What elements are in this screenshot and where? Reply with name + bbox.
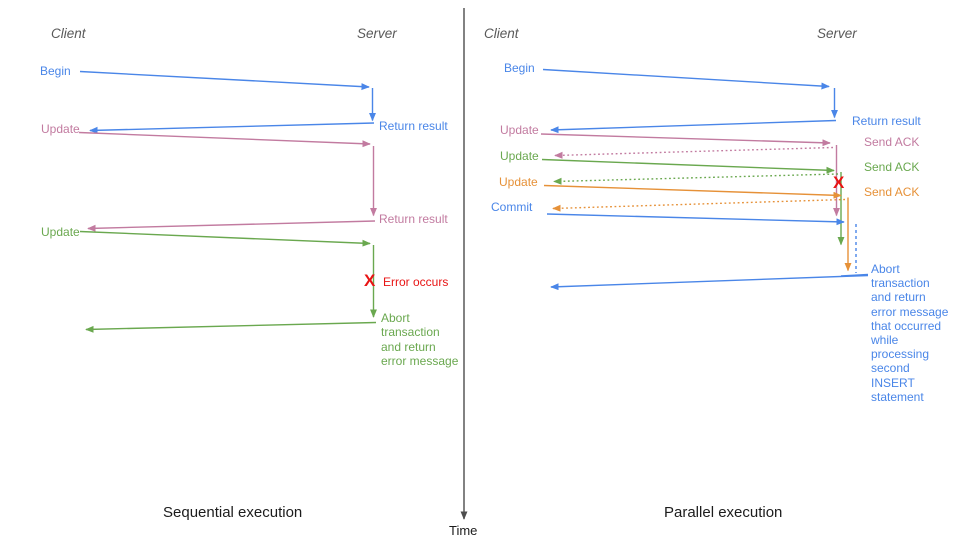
left-abort-line: Abort <box>381 311 410 325</box>
left-abort-response-line <box>85 321 377 333</box>
left-update-1-label: Update <box>41 122 80 136</box>
left-error-occurs-label: Error occurs <box>383 275 449 289</box>
right-update1-ack-line <box>554 146 834 159</box>
left-begin-label: Begin <box>40 64 71 78</box>
right-update3-request-line <box>543 184 842 199</box>
right-update1-request-line <box>540 133 831 147</box>
right-begin-response-line <box>550 119 837 134</box>
left-abort-line: and return <box>381 339 436 354</box>
right-abort-line: while <box>871 333 899 348</box>
right-abort-line: second <box>871 361 910 376</box>
right-update-2-label: Update <box>500 149 539 163</box>
right-return-result-label: Return result <box>852 114 921 128</box>
right-send-ack-3-label: Send ACK <box>864 185 920 199</box>
left-panel-caption: Sequential execution <box>163 504 303 521</box>
right-commit-label: Commit <box>491 200 533 214</box>
right-send-ack-1-label: Send ACK <box>864 135 920 149</box>
left-return-result-2-label: Return result <box>379 212 448 226</box>
left-client-header: Client <box>51 26 86 41</box>
right-abort-line: that occurred <box>871 318 942 333</box>
right-begin-request-line <box>542 68 830 90</box>
right-error-x-icon: X <box>833 173 845 192</box>
right-panel-caption: Parallel execution <box>664 504 783 521</box>
left-abort-line: error message <box>381 353 459 368</box>
right-abort-line: INSERT <box>871 375 915 390</box>
left-begin-request-line <box>79 70 370 91</box>
right-update-3-label: Update <box>499 175 538 189</box>
right-abort-response-line <box>550 274 869 291</box>
right-begin-label: Begin <box>504 61 535 75</box>
right-abort-line: transaction <box>871 276 930 291</box>
left-abort-line: transaction <box>381 325 440 340</box>
right-abort-line: error message <box>871 304 949 319</box>
right-server-header: Server <box>817 26 857 41</box>
right-update2-ack-line <box>553 173 839 185</box>
right-commit-request-line <box>546 213 845 226</box>
left-return-result-1-label: Return result <box>379 119 448 133</box>
left-update1-request-line <box>78 131 371 148</box>
left-abort-message: Abort transaction and return error messa… <box>381 311 458 368</box>
left-error-x-icon: X <box>364 271 376 290</box>
right-update-1-label: Update <box>500 123 539 137</box>
right-abort-line: statement <box>871 389 924 404</box>
left-server-header: Server <box>357 26 397 41</box>
right-update2-request-line <box>541 158 835 174</box>
right-update3-ack-line <box>552 198 846 212</box>
right-abort-line: Abort <box>871 262 900 276</box>
right-abort-message: Abort transaction and return error messa… <box>871 262 948 404</box>
left-update2-request-line <box>79 230 371 247</box>
right-send-ack-2-label: Send ACK <box>864 160 920 174</box>
left-begin-response-line <box>89 122 375 134</box>
left-update1-response-line <box>87 220 376 232</box>
left-update-2-label: Update <box>41 225 80 239</box>
right-abort-line: processing <box>871 347 930 362</box>
right-abort-line: and return <box>871 290 926 305</box>
right-client-header: Client <box>484 26 519 41</box>
time-axis-label: Time <box>449 523 478 538</box>
